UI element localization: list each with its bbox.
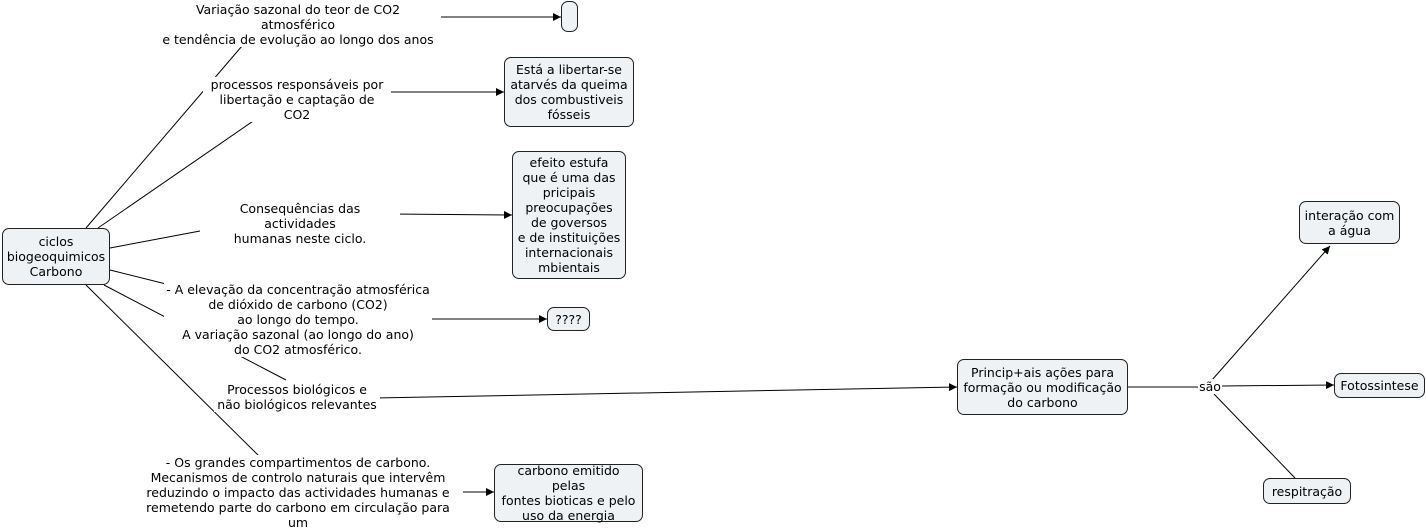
concept-queima-combustiveis[interactable]: Está a libertar-se atarvés da queima dos… [504, 57, 634, 127]
link-label-processos-biologicos[interactable]: Processos biológicos e não biológicos re… [214, 382, 380, 412]
link-consequences-greenhouse [389, 210, 513, 219]
concept-interacao-agua[interactable]: interação com a água [1299, 201, 1400, 244]
link-biological-actions [372, 383, 958, 399]
link-label-variacao-sazonal[interactable]: Variação sazonal do teor de CO2 atmosfér… [155, 2, 441, 47]
concept-carbono-emitido[interactable]: carbono emitido pelas fontes bioticas e … [494, 463, 643, 523]
link-label-elevacao[interactable]: - A elevação da concentração atmosférica… [164, 282, 432, 357]
concept-empty[interactable] [561, 1, 578, 32]
link-sao-water [1211, 245, 1331, 381]
link-label-sao[interactable]: são [1198, 379, 1222, 394]
concept-ciclos-biogeoquimicos[interactable]: ciclos biogeoquimicos Carbono [2, 228, 110, 285]
concept-efeito-estufa[interactable]: efeito estufa que é uma das pricipais pr… [512, 151, 626, 279]
link-sao-photo [1220, 381, 1335, 390]
link-root-seasonal [85, 31, 255, 229]
concept-respiracao[interactable]: respitração [1263, 478, 1351, 504]
link-root-compartments [85, 284, 261, 458]
link-label-consequencias[interactable]: Consequências das actividades humanas ne… [200, 201, 400, 246]
link-root-processes [97, 105, 276, 229]
link-label-processos-responsaveis[interactable]: processos responsáveis por libertação e … [203, 77, 391, 122]
link-sao-resp [1213, 393, 1296, 479]
link-label-compartimentos[interactable]: - Os grandes compartimentos de carbono. … [133, 455, 463, 531]
concept-unknown[interactable]: ???? [547, 307, 590, 331]
link-root-consequences [109, 227, 217, 249]
link-root-elevation [109, 269, 171, 286]
concept-principais-acoes[interactable]: Princip+ais ações para formação ou modif… [957, 359, 1128, 415]
concept-fotossintese[interactable]: Fotossintese [1334, 373, 1425, 398]
